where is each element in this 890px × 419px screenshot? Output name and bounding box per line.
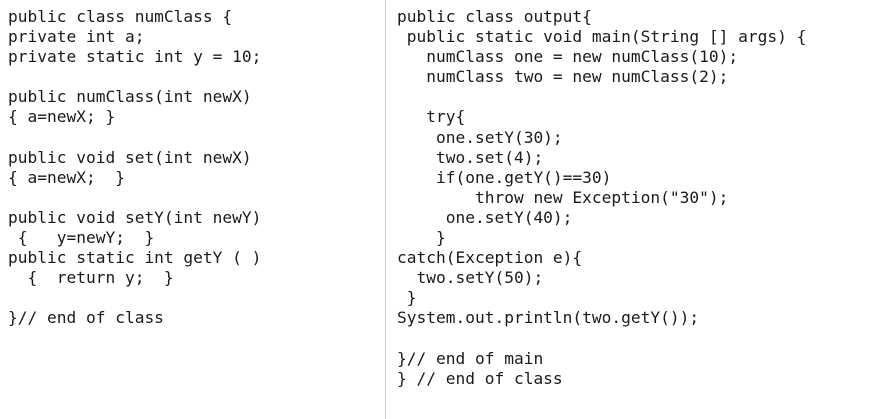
right-code-line-4: numClass two = new numClass(2); <box>397 67 729 87</box>
left-code-line-12: { y=newY; } <box>8 228 155 248</box>
right-code-line-11: one.setY(40); <box>397 207 573 227</box>
right-code-line-3: numClass one = new numClass(10); <box>397 47 739 67</box>
left-code-line-4 <box>8 67 380 87</box>
left-code-line-16: }// end of class <box>8 308 164 328</box>
right-code-line-15: } <box>397 288 417 308</box>
right-code-line-5 <box>397 87 882 107</box>
right-code-line-16: System.out.println(two.getY()); <box>397 308 700 328</box>
left-code-line-2: private int a; <box>8 27 145 47</box>
left-code-line-6: { a=newX; } <box>8 107 116 127</box>
left-code-line-11: public void setY(int newY) <box>8 207 262 227</box>
left-code-line-13: public static int getY ( ) <box>8 248 262 268</box>
left-code-line-7 <box>8 128 380 148</box>
right-code-line-7: one.setY(30); <box>397 127 563 147</box>
right-code-line-10: throw new Exception("30"); <box>397 187 729 207</box>
left-code-line-14: { return y; } <box>8 268 174 288</box>
left-code-column: public class numClass {private int a;pri… <box>8 7 380 329</box>
right-code-line-13: catch(Exception e){ <box>397 248 583 268</box>
right-code-line-17 <box>397 329 882 349</box>
left-code-line-10 <box>8 188 380 208</box>
right-code-line-9: if(one.getY()==30) <box>397 167 612 187</box>
right-code-line-8: two.set(4); <box>397 147 544 167</box>
right-code-column: public class output{ public static void … <box>397 7 882 389</box>
left-code-line-3: private static int y = 10; <box>8 47 262 67</box>
left-code-line-15 <box>8 288 380 308</box>
left-code-line-5: public numClass(int newX) <box>8 87 252 107</box>
right-code-line-12: } <box>397 228 446 248</box>
column-divider <box>385 0 386 419</box>
right-code-line-1: public class output{ <box>397 7 592 26</box>
right-code-line-6: try{ <box>397 107 466 127</box>
right-code-line-19: } // end of class <box>397 368 563 388</box>
left-code-line-9: { a=newX; } <box>8 167 125 187</box>
left-code-line-1: public class numClass { <box>8 7 233 26</box>
right-code-line-2: public static void main(String [] args) … <box>397 27 807 47</box>
right-code-line-14: two.setY(50); <box>397 268 544 288</box>
right-code-line-18: }// end of main <box>397 348 544 368</box>
left-code-line-8: public void set(int newX) <box>8 147 252 167</box>
